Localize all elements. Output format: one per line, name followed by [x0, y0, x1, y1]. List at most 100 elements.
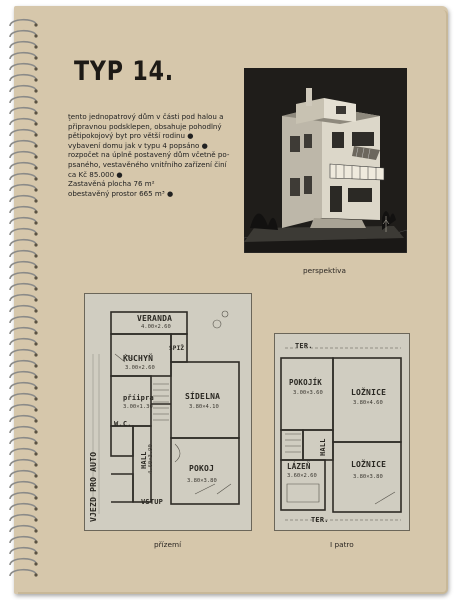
binding-hole — [34, 463, 38, 467]
spiral-coil — [9, 491, 37, 500]
binding-hole — [34, 144, 38, 148]
binding-hole — [34, 386, 38, 390]
binding-hole — [34, 353, 38, 357]
binding-hole — [34, 265, 38, 269]
binding-hole — [34, 100, 38, 104]
binding-hole — [34, 188, 38, 192]
binding-hole — [34, 573, 38, 577]
spiral-coil — [9, 172, 37, 181]
spiral-coil — [9, 95, 37, 104]
spiral-coil — [9, 216, 37, 225]
room-dimension: 3.00×1.30 — [123, 404, 153, 410]
spiral-coil — [9, 282, 37, 291]
binding-hole — [34, 551, 38, 555]
binding-hole — [34, 540, 38, 544]
binding-hole — [34, 331, 38, 335]
binding-hole — [34, 364, 38, 368]
description-line: psaného, vestavěného vnitřního zařízení … — [68, 159, 227, 169]
spiral-coil — [9, 315, 37, 324]
spiral-coil — [9, 381, 37, 390]
binding-hole — [34, 34, 38, 38]
description-line: připravnou podsklepen, obsahuje pohodlný — [68, 121, 222, 131]
room-label: KUCHYŇ — [123, 354, 154, 363]
room-dimension: 3.80×3.80 — [353, 474, 383, 480]
spiral-coil — [9, 436, 37, 445]
binding-hole — [34, 408, 38, 412]
spiral-binding — [9, 18, 38, 577]
spiral-coil — [9, 238, 37, 247]
description-line: ca Kč 85.000 ● — [68, 169, 123, 179]
binding-hole — [34, 122, 38, 126]
spiral-coil — [9, 359, 37, 368]
binding-hole — [34, 210, 38, 214]
room-label: HALL — [319, 438, 327, 456]
binding-hole — [34, 518, 38, 522]
binding-hole — [34, 78, 38, 82]
room-label: W.C. — [114, 420, 132, 428]
binding-hole — [34, 276, 38, 280]
perspective-caption: perspektiva — [303, 266, 346, 275]
binding-hole — [34, 199, 38, 203]
spiral-coil — [9, 557, 37, 566]
spiral-coil — [9, 205, 37, 214]
spiral-coil — [9, 51, 37, 60]
spiral-coil — [9, 348, 37, 357]
binding-hole — [34, 496, 38, 500]
binding-hole — [34, 221, 38, 225]
spiral-coil — [9, 458, 37, 467]
spiral-coil — [9, 84, 37, 93]
spiral-coil — [9, 161, 37, 170]
spiral-coil — [9, 249, 37, 258]
spiral-coil — [9, 414, 37, 423]
room-label: POKOJÍK — [289, 378, 323, 387]
first-floor-plan: TER. POKOJÍK 3.00×3.60 LOŽNICE 3.80×4.60… — [274, 333, 410, 531]
spiral-coil — [9, 469, 37, 478]
description-line: Zastavěná plocha 76 m² — [68, 179, 155, 189]
driveway-label: VJEZD PRO AUTO — [89, 451, 98, 522]
spiral-coil — [9, 370, 37, 379]
spiral-coil — [9, 40, 37, 49]
room-label: LÁZEŇ — [287, 462, 311, 471]
spiral-coil — [9, 29, 37, 38]
binding-hole — [34, 441, 38, 445]
binding-hole — [34, 111, 38, 115]
spiral-coil — [9, 513, 37, 522]
room-dimension: 3.80×4.10 — [189, 404, 219, 410]
room-dimension: 3.00×2.60 — [125, 365, 155, 371]
binding-hole — [34, 67, 38, 71]
spiral-coil — [9, 117, 37, 126]
description-line: obestavěný prostor 665 m³ ● — [68, 188, 174, 198]
binding-hole — [34, 562, 38, 566]
binding-hole — [34, 430, 38, 434]
spiral-coil — [9, 337, 37, 346]
binding-hole — [34, 89, 38, 93]
binding-hole — [34, 342, 38, 346]
room-dimension: 3.80×4.60 — [353, 400, 383, 406]
ground-floor-caption: přízemí — [154, 540, 182, 549]
spiral-coil — [9, 425, 37, 434]
spiral-coil — [9, 194, 37, 203]
binding-hole — [34, 485, 38, 489]
spiral-coil — [9, 73, 37, 82]
binding-hole — [34, 133, 38, 137]
binding-hole — [34, 452, 38, 456]
terrace-label: TER. — [311, 516, 329, 524]
spiral-coil — [9, 403, 37, 412]
room-label: POKOJ — [189, 464, 215, 473]
binding-hole — [34, 177, 38, 181]
spiral-coil — [9, 139, 37, 148]
room-dimension: 3.60×2.60 — [287, 473, 317, 479]
description-line: pětipokojový byt pro větší rodinu ● — [68, 131, 194, 141]
spiral-coil — [9, 227, 37, 236]
binding-hole — [34, 474, 38, 478]
room-dimension: 3.00×3.60 — [293, 390, 323, 396]
spiral-coil — [9, 568, 37, 577]
spiral-coil — [9, 18, 37, 27]
binding-hole — [34, 309, 38, 313]
binding-hole — [34, 243, 38, 247]
ground-floor-plan: VERANDA 4.00×2.60 SPIŽ KUCHYŇ 3.00×2.60 … — [84, 293, 252, 531]
spiral-coil — [9, 546, 37, 555]
terrace-label: TER. — [295, 342, 313, 350]
room-label: SÍDELNA — [185, 392, 221, 401]
spiral-coil — [9, 524, 37, 533]
